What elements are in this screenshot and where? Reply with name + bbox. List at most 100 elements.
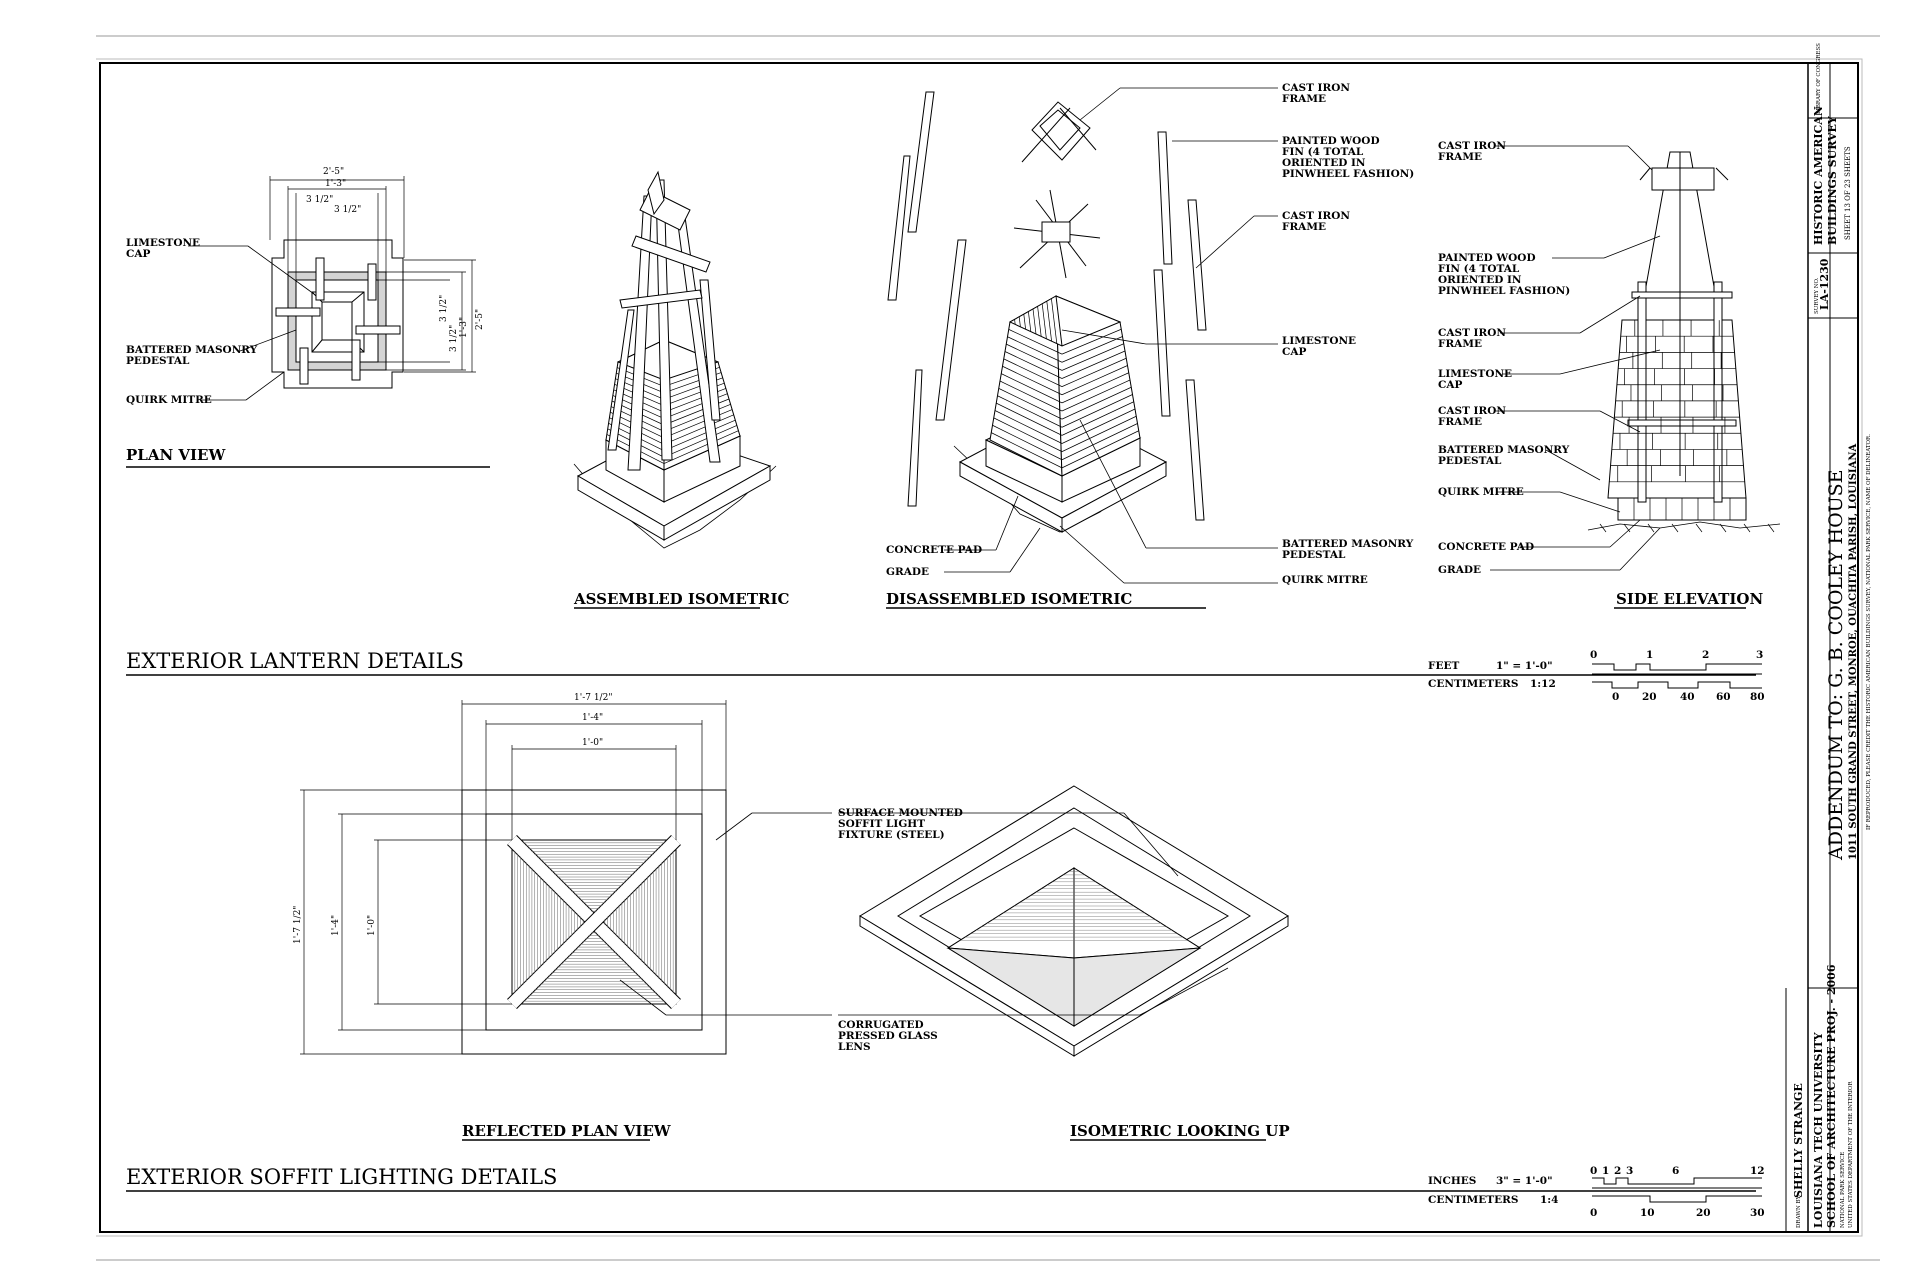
masonry-course xyxy=(1002,365,1063,396)
disassembled-leaders xyxy=(886,87,1278,609)
title-block: ADDENDUM TO: G. B. COOLEY HOUSE 1011 SOU… xyxy=(1792,43,1872,1228)
title-block-drawn-by: SHELLY STRANGE xyxy=(1792,1083,1805,1198)
title-block-nps: NATIONAL PARK SERVICE xyxy=(1840,1152,1846,1228)
side-label-5: PINWHEEL FASHION) xyxy=(1438,285,1570,297)
soffit-scale-cm-ratio: 1:4 xyxy=(1540,1194,1559,1206)
lantern-heading-text: EXTERIOR LANTERN DETAILS xyxy=(126,649,464,673)
masonry-course xyxy=(1004,351,1063,379)
side-label-13: PEDESTAL xyxy=(1438,455,1502,467)
disassembled-title: DISASSEMBLED ISOMETRIC xyxy=(886,590,1132,608)
cap-hatch xyxy=(1041,303,1047,339)
plan-label-limestone: LIMESTONE xyxy=(126,237,200,249)
side-elevation-leaders xyxy=(1490,145,1746,609)
masonry-course xyxy=(1001,373,1063,404)
side-elevation-text: CAST IRON FRAME PAINTED WOOD FIN (4 TOTA… xyxy=(1438,140,1763,608)
soffit-scale-cm-label: CENTIMETERS xyxy=(1428,1194,1518,1206)
soffit-scale-inches-ratio: 3" = 1'-0" xyxy=(1496,1175,1553,1187)
inch-tick-3: 3 xyxy=(1626,1165,1633,1177)
cap-hatch xyxy=(1023,314,1026,330)
dis-label-9: CAP xyxy=(1282,346,1307,358)
dis-label-12: QUIRK MITRE xyxy=(1282,574,1368,586)
grade-mark xyxy=(1647,523,1655,533)
cm-tick-0: 0 xyxy=(1612,691,1619,703)
title-block-main-title: ADDENDUM TO: G. B. COOLEY HOUSE xyxy=(1825,469,1847,861)
assembled-title: ASSEMBLED ISOMETRIC xyxy=(573,590,789,608)
dis-label-0: CAST IRON xyxy=(1282,82,1350,94)
dis-label-3: FIN (4 TOTAL xyxy=(1282,146,1364,158)
masonry-course xyxy=(663,419,736,452)
cap-hatch xyxy=(1014,319,1016,325)
dis-label-10: BATTERED MASONRY xyxy=(1282,538,1414,550)
dis-label-7: FRAME xyxy=(1282,221,1326,233)
cap-hatch xyxy=(1028,311,1032,332)
masonry-course xyxy=(1061,372,1129,404)
rp-dim-left-1: 1'-7 1/2" xyxy=(293,906,303,944)
title-block-address: 1011 SOUTH GRAND STREET, MONROE, OUACHIT… xyxy=(1848,443,1859,860)
inch-tick-12: 12 xyxy=(1750,1165,1765,1177)
feet-tick-1: 1 xyxy=(1646,649,1653,661)
disassembled-drawing xyxy=(953,295,1168,533)
dis-label-14: GRADE xyxy=(886,566,929,578)
reflected-plan-title: REFLECTED PLAN VIEW xyxy=(462,1122,672,1140)
plan-label-quirk: QUIRK MITRE xyxy=(126,394,212,406)
cm-tick-1: 20 xyxy=(1642,691,1657,703)
plan-view-text: 2'-5" 1'-3" 3 1/2" 3 1/2" 3 1/2" 3 1/2" … xyxy=(126,167,485,464)
masonry-course xyxy=(998,388,1063,420)
feet-tick-0: 0 xyxy=(1590,649,1597,661)
soffit-label-2: FIXTURE (STEEL) xyxy=(838,829,945,841)
soffit-label-4: PRESSED GLASS xyxy=(838,1030,938,1042)
plan-label-pedestal: PEDESTAL xyxy=(126,355,190,367)
soffit-label-1: SOFFIT LIGHT xyxy=(838,818,925,830)
side-label-4: ORIENTED IN xyxy=(1438,274,1522,286)
title-block-survey-line2: BUILDINGS SURVEY xyxy=(1826,116,1839,245)
rp-dim-left-3: 1'-0" xyxy=(367,915,377,936)
masonry-course xyxy=(1007,336,1063,363)
masonry-course xyxy=(1061,365,1128,396)
soffit-leaders xyxy=(619,812,1229,1016)
side-label-14: QUIRK MITRE xyxy=(1438,486,1524,498)
soffit-scale-text: INCHES 3" = 1'-0" CENTIMETERS 1:4 0 1 2 … xyxy=(1428,1165,1765,1219)
masonry-course xyxy=(992,424,1063,461)
title-block-library: LIBRARY OF CONGRESS xyxy=(1816,43,1822,114)
dis-label-11: PEDESTAL xyxy=(1282,549,1346,561)
soffit-cm-tick-2: 20 xyxy=(1696,1207,1711,1219)
assembled-text: ASSEMBLED ISOMETRIC xyxy=(573,590,789,608)
masonry-course xyxy=(1008,329,1063,355)
soffit-cm-tick-0: 0 xyxy=(1590,1207,1597,1219)
side-label-1: FRAME xyxy=(1438,151,1482,163)
dis-label-6: CAST IRON xyxy=(1282,210,1350,222)
soffit-scale-inches-label: INCHES xyxy=(1428,1175,1476,1187)
masonry-course xyxy=(993,417,1063,452)
side-label-15: CONCRETE PAD xyxy=(1438,541,1534,553)
title-block-university: LOUISIANA TECH UNIVERSITY xyxy=(1812,1032,1825,1228)
side-label-8: LIMESTONE xyxy=(1438,368,1512,380)
masonry-course xyxy=(996,402,1063,436)
inch-tick-1: 1 xyxy=(1602,1165,1609,1177)
plan-dim-1: 2'-5" xyxy=(323,167,344,177)
dis-label-1: FRAME xyxy=(1282,93,1326,105)
title-block-drawn-by-label: DRAWN BY: xyxy=(1796,1195,1802,1228)
side-label-16: GRADE xyxy=(1438,564,1481,576)
side-elevation-courses xyxy=(1599,320,1775,533)
masonry-course xyxy=(663,425,737,458)
cm-tick-3: 60 xyxy=(1716,691,1731,703)
soffit-cm-tick-1: 10 xyxy=(1640,1207,1655,1219)
side-label-10: CAST IRON xyxy=(1438,405,1506,417)
lantern-scale-cm-ratio: 1:12 xyxy=(1530,678,1556,690)
cap-hatch xyxy=(1018,316,1021,327)
masonry-course xyxy=(1061,423,1138,461)
cap-hatch xyxy=(1046,301,1052,342)
disassembled-parts xyxy=(887,91,1207,521)
cm-tick-4: 80 xyxy=(1750,691,1765,703)
masonry-course xyxy=(1061,343,1124,371)
plan-dim-2: 1'-3" xyxy=(325,179,346,189)
iso-looking-up-hatch xyxy=(959,871,1189,941)
plan-label-masonry: BATTERED MASONRY xyxy=(126,344,258,356)
masonry-course xyxy=(997,395,1063,428)
reflected-plan-hatch xyxy=(514,842,674,1002)
masonry-course xyxy=(1061,350,1126,379)
masonry-course xyxy=(663,430,739,464)
cap-hatch xyxy=(1032,308,1037,335)
sheet-border xyxy=(96,35,1880,1261)
